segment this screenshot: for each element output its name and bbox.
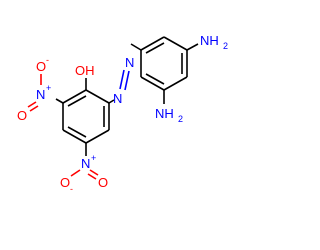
nitro-left-o-top-label: O bbox=[36, 59, 46, 74]
hydroxyl-label: OH bbox=[75, 63, 95, 78]
molecule-diagram: OH N N NH 2 NH 2 N + O - O N + O - O bbox=[17, 33, 228, 194]
bond-inner bbox=[145, 73, 165, 85]
bond bbox=[140, 36, 165, 51]
azo-double-bond-b bbox=[124, 70, 130, 91]
nitro-bottom-bond-o-right-a bbox=[89, 169, 99, 176]
nitro-left-bond-o-bottom-b bbox=[29, 105, 39, 112]
bond bbox=[140, 76, 165, 91]
amine-ortho-label: NH bbox=[155, 106, 174, 121]
nitro-left-n-label: N bbox=[36, 87, 45, 102]
bond bbox=[62, 129, 87, 144]
bond-inner bbox=[67, 126, 87, 138]
nitro-bottom-n-label: N bbox=[81, 156, 90, 171]
amine-ortho-subscript: 2 bbox=[178, 114, 183, 124]
bond bbox=[62, 89, 87, 104]
nitro-bottom-bond-o-left bbox=[70, 169, 81, 177]
bond-c-nh2-top bbox=[186, 43, 199, 51]
structure-svg: OH N N NH 2 NH 2 N + O - O N + O - O bbox=[17, 33, 228, 194]
nitro-bottom-n-charge: + bbox=[91, 153, 96, 163]
nitro-bottom-o-left-charge: - bbox=[70, 184, 73, 194]
nitro-bottom-o-right-label: O bbox=[98, 175, 108, 190]
bond-c-nitro-left bbox=[55, 98, 64, 104]
nitro-left-o-bottom-label: O bbox=[17, 108, 27, 123]
nitro-bottom-bond-o-right-b bbox=[87, 173, 97, 180]
nitro-left-bond-o-bottom-a bbox=[27, 101, 37, 108]
nitro-left-n-charge: + bbox=[46, 83, 51, 93]
azo-n2-label: N bbox=[125, 55, 134, 70]
diamine-ring bbox=[140, 36, 188, 91]
bond-inner bbox=[67, 95, 87, 107]
phenol-ring bbox=[62, 89, 110, 144]
nitro-left-o-top-charge: - bbox=[46, 55, 49, 65]
azo-double-bond-a bbox=[119, 69, 125, 90]
amine-top-label: NH bbox=[200, 33, 219, 48]
bond-c-azo bbox=[108, 99, 115, 104]
bond bbox=[85, 129, 110, 144]
amine-top-subscript: 2 bbox=[223, 41, 228, 51]
bond bbox=[85, 89, 110, 104]
bond-inner bbox=[145, 42, 165, 54]
bond bbox=[163, 36, 188, 51]
bond bbox=[163, 76, 188, 91]
bond-c-azo2 bbox=[130, 43, 142, 51]
nitro-bottom-o-left-label: O bbox=[60, 175, 70, 190]
azo-n1-label: N bbox=[113, 91, 122, 106]
